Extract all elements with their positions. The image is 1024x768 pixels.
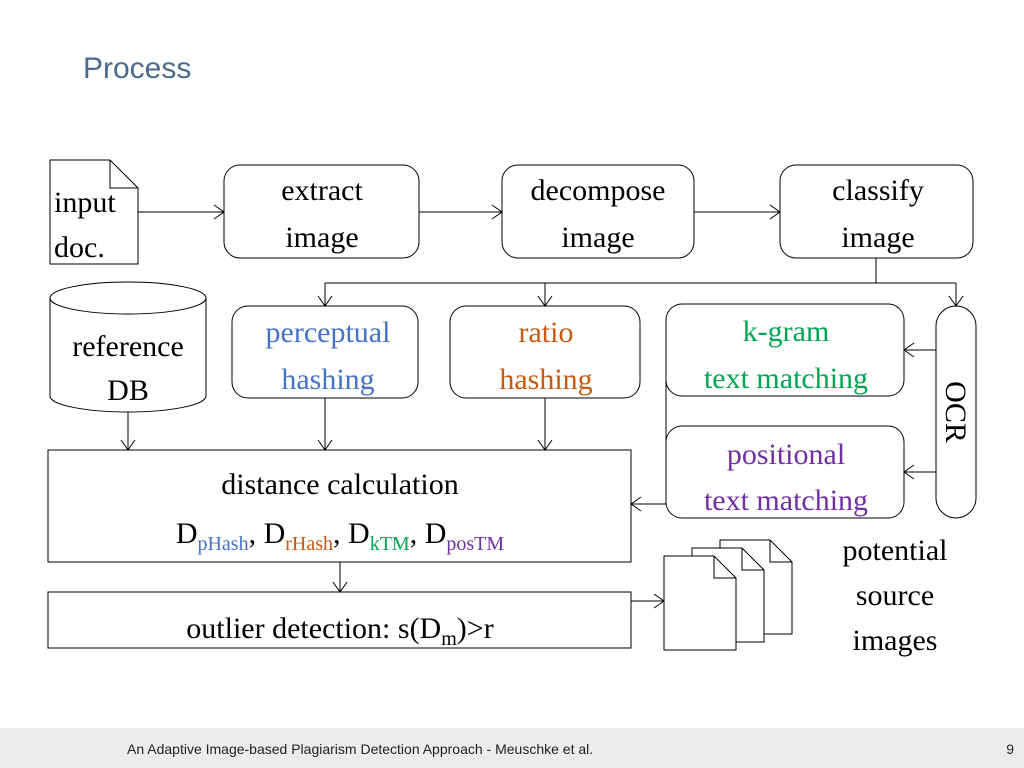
extract-label-2: image bbox=[285, 221, 358, 254]
outlier-prefix: outlier detection: s(D bbox=[186, 612, 441, 645]
reference-db-label-2: DB bbox=[107, 374, 149, 407]
potential-label-1: potential bbox=[843, 534, 948, 567]
db-top bbox=[49, 281, 207, 315]
distance-formula: DpHash, DrHash, DkTM, DposTM​ bbox=[176, 517, 505, 555]
ratio-label-2: hashing bbox=[499, 363, 592, 396]
formula-term-subscript: posTM bbox=[446, 533, 504, 555]
footer-citation: An Adaptive Image-based Plagiarism Detec… bbox=[127, 741, 594, 757]
input-doc-fold bbox=[109, 160, 138, 189]
ratio-label-1: ratio bbox=[519, 316, 574, 349]
slide-title: Process bbox=[83, 52, 192, 85]
source-doc-front bbox=[663, 555, 737, 651]
positional-label-1: positional bbox=[727, 438, 845, 471]
perceptual-label-1: perceptual bbox=[266, 316, 391, 349]
kgram-label-2: text matching bbox=[704, 362, 868, 395]
distance-title: distance calculation bbox=[221, 468, 458, 501]
classify-label-2: image bbox=[841, 221, 914, 254]
perceptual-label-2: hashing bbox=[281, 363, 374, 396]
formula-term-base: D bbox=[264, 517, 286, 550]
formula-term-subscript: pHash bbox=[197, 533, 248, 555]
positional-label-2: text matching bbox=[704, 484, 868, 517]
formula-separator: , bbox=[249, 517, 264, 550]
process-diagram: input doc. extract image decompose image… bbox=[47, 159, 977, 657]
formula-separator: , bbox=[410, 517, 425, 550]
potential-label-3: images bbox=[853, 624, 938, 657]
ocr-label: OCR bbox=[939, 381, 972, 443]
page-number: 9 bbox=[1006, 741, 1014, 757]
classify-label-1: classify bbox=[832, 174, 924, 207]
input-doc-label-1: input bbox=[54, 186, 116, 219]
outlier-label: outlier detection: s(Dm)>r bbox=[186, 612, 493, 650]
reference-db-label-1: reference bbox=[72, 330, 184, 363]
input-doc-shape bbox=[49, 159, 139, 265]
kgram-label-1: k-gram bbox=[743, 315, 830, 348]
input-doc-label-2: doc. bbox=[54, 231, 105, 264]
formula-term-base: D bbox=[348, 517, 370, 550]
outlier-subscript: m bbox=[441, 628, 457, 650]
formula-term-subscript: kTM bbox=[370, 533, 410, 555]
extract-label-1: extract bbox=[281, 174, 363, 207]
formula-term-base: D bbox=[176, 517, 198, 550]
potential-label-2: source bbox=[856, 579, 934, 612]
decompose-label-1: decompose bbox=[531, 174, 666, 207]
formula-term-base: D bbox=[425, 517, 447, 550]
outlier-suffix: )>r bbox=[457, 612, 494, 645]
decompose-label-2: image bbox=[561, 221, 634, 254]
formula-separator: , bbox=[333, 517, 348, 550]
footer: An Adaptive Image-based Plagiarism Detec… bbox=[0, 728, 1024, 768]
formula-term-subscript: rHash bbox=[285, 533, 333, 555]
